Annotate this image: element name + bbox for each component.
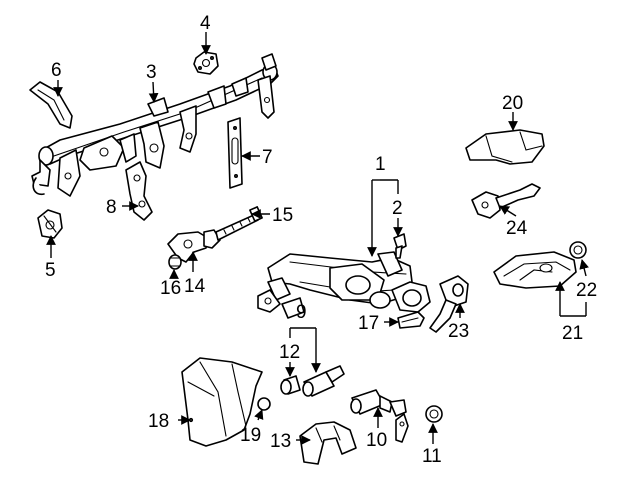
part-17-clip[interactable] [397, 311, 425, 329]
part-1-steering-column[interactable] [257, 251, 431, 319]
part-22-seal[interactable] [569, 241, 587, 259]
part-9-shaft[interactable] [302, 365, 345, 397]
part-10-lock-cylinder[interactable] [350, 389, 409, 443]
callout-4: 4 [200, 13, 211, 34]
callout-2: 2 [392, 198, 403, 219]
part-4-nut-bracket[interactable] [193, 51, 219, 75]
callout-22: 22 [576, 280, 597, 301]
callout-3: 3 [146, 62, 157, 83]
callout-8: 8 [106, 197, 117, 218]
callout-10: 10 [366, 430, 387, 451]
callout-12: 12 [279, 342, 300, 363]
callout-17: 17 [358, 313, 379, 334]
callout-15: 15 [272, 205, 293, 226]
callout-24: 24 [506, 218, 528, 239]
part-15-bolt[interactable] [215, 206, 263, 241]
callout-9: 9 [296, 302, 307, 323]
callout-1: 1 [375, 154, 386, 175]
part-21-lower-shroud[interactable] [493, 251, 577, 289]
callout-23: 23 [448, 321, 469, 342]
callout-21: 21 [562, 323, 583, 344]
part-5-nut-plate[interactable] [37, 209, 63, 239]
callout-7: 7 [262, 147, 273, 168]
callout-14: 14 [184, 276, 206, 297]
callout-16: 16 [160, 278, 181, 299]
callout-18: 18 [148, 411, 169, 432]
callout-6: 6 [51, 60, 62, 81]
part-11-ring[interactable] [425, 405, 443, 423]
part-16-nut[interactable] [168, 254, 182, 270]
part-24-switch[interactable] [471, 183, 541, 219]
part-7-bracket-plate[interactable] [227, 117, 243, 189]
part-19-grommet[interactable] [257, 397, 271, 411]
callout-19: 19 [240, 425, 261, 446]
part-8-support-bracket[interactable] [125, 161, 153, 221]
part-2-bolt[interactable] [393, 233, 407, 259]
part-6-reinforcement[interactable] [29, 81, 73, 129]
part-13-lower-cover[interactable] [299, 421, 357, 465]
part-12-bushing[interactable] [280, 375, 301, 395]
callout-5: 5 [45, 260, 56, 281]
callout-11: 11 [422, 446, 442, 467]
leader-lines [46, 32, 589, 445]
callout-labels: 1 2 3 4 5 6 7 8 9 10 11 12 13 14 15 16 1… [45, 13, 597, 467]
callout-13: 13 [270, 431, 291, 452]
part-3-cross-car-beam[interactable] [31, 53, 279, 197]
part-20-upper-shroud[interactable] [465, 129, 545, 165]
callout-20: 20 [502, 93, 523, 114]
